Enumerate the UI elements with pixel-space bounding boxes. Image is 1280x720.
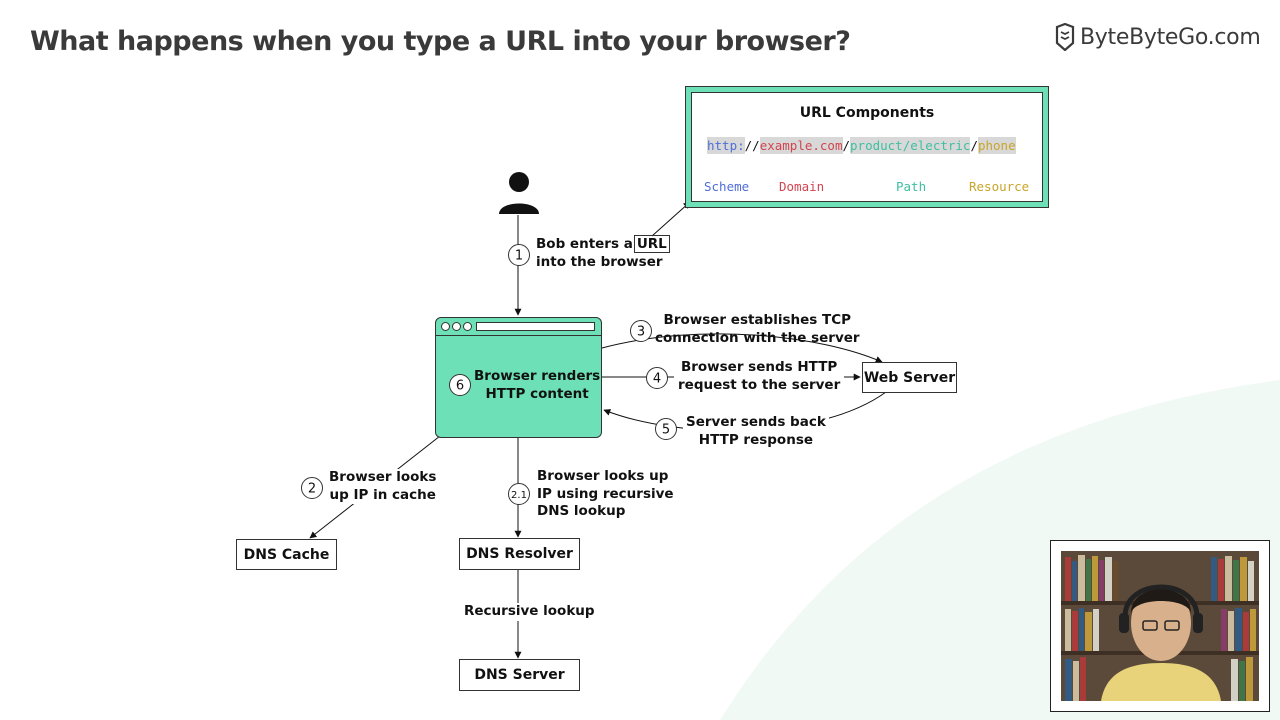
step-4-text: Browser sends HTTP [680, 359, 838, 375]
label-resource: Resource [969, 179, 1030, 194]
url-sep: // [744, 138, 760, 153]
step-4-badge: 4 [646, 367, 668, 389]
step-2-1-text-2: IP using recursive [537, 485, 674, 502]
url-string: http://example.com/product/electric/phon… [707, 137, 1016, 154]
arrow-url-to-panel [651, 201, 691, 237]
step-5-text: Server sends back [686, 414, 826, 430]
step-6-text-2: HTTP content [485, 385, 589, 402]
url-sep: / [842, 138, 851, 153]
recursive-lookup-label: Recursive lookup [462, 603, 597, 621]
step-2-text-2: up IP in cache [329, 486, 436, 503]
step-3-badge: 3 [630, 320, 652, 342]
url-sep: / [970, 138, 978, 153]
dns-cache-node: DNS Cache [236, 539, 337, 570]
url-components-panel: URL Components http://example.com/produc… [685, 86, 1049, 208]
step-4-text-2: request to the server [678, 376, 841, 393]
browser-window: 6 Browser renders HTTP content [435, 317, 602, 438]
bytebytego-logo-icon [1055, 23, 1075, 51]
step-1-text-2: into the browser [536, 253, 663, 270]
svg-text:6: 6 [456, 379, 464, 394]
svg-text:5: 5 [662, 423, 670, 438]
step-2-text: Browser looks [329, 469, 437, 485]
step-2-1-text: Browser looks up [537, 468, 669, 484]
svg-text:3: 3 [637, 325, 645, 340]
step-3-label: Browser establishes TCP connection with … [655, 312, 860, 347]
svg-text:2: 2 [308, 482, 316, 497]
step-3-text: Browser establishes TCP [663, 312, 852, 328]
label-path: Path [896, 179, 927, 194]
label-domain: Domain [779, 179, 825, 194]
presenter-video-frame [1061, 551, 1259, 701]
brand-name: ByteByteGo.com [1080, 24, 1261, 50]
step-6-label: Browser renders HTTP content [474, 368, 600, 403]
step-5-text-2: HTTP response [698, 431, 814, 448]
bookshelf-image [1061, 551, 1259, 701]
svg-text:4: 4 [653, 372, 661, 387]
step-2-badge: 2 [301, 477, 323, 499]
url-resource: phone [977, 137, 1016, 154]
url-panel-title: URL Components [799, 105, 935, 121]
window-dot-icon [463, 322, 472, 331]
step-1-badge: 1 [508, 244, 530, 266]
step-1-text: Bob enters a [536, 236, 633, 252]
url-path: product/electric [850, 137, 971, 154]
address-bar [476, 322, 595, 331]
dns-resolver-node: DNS Resolver [459, 538, 580, 570]
step-2-1-label: Browser looks up IP using recursive DNS … [537, 468, 674, 521]
window-dot-icon [441, 322, 450, 331]
presenter-video [1050, 540, 1270, 712]
step-6-badge: 6 [449, 374, 471, 396]
person-icon [499, 172, 539, 214]
label-scheme: Scheme [704, 179, 750, 194]
url-domain: example.com [759, 137, 843, 154]
svg-text:1: 1 [515, 249, 523, 264]
svg-text:2.1: 2.1 [511, 490, 527, 501]
step-5-badge: 5 [655, 418, 677, 440]
web-server-node: Web Server [862, 362, 957, 393]
browser-title-bar [436, 318, 601, 336]
step-2-label: Browser looks up IP in cache [327, 469, 439, 504]
step-2-1-text-3: DNS lookup [537, 503, 626, 519]
dns-server-node: DNS Server [459, 659, 580, 691]
step-6-text: Browser renders [474, 368, 601, 384]
step-3-text-2: connection with the server [655, 329, 860, 346]
url-word-box: URL [633, 235, 670, 253]
step-5-label: Server sends back HTTP response [683, 414, 829, 449]
url-scheme: http: [707, 137, 745, 154]
brand-logo: ByteByteGo.com [1054, 22, 1261, 52]
window-dot-icon [452, 322, 461, 331]
page-title: What happens when you type a URL into yo… [30, 26, 851, 57]
step-2-1-badge: 2.1 [508, 483, 530, 505]
step-4-label: Browser sends HTTP request to the server [674, 359, 845, 394]
